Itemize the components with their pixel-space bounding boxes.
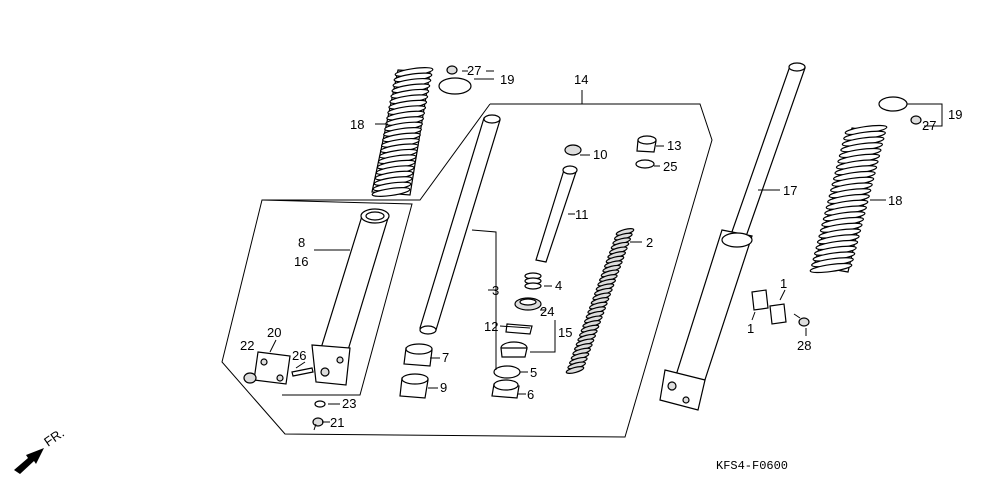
flange-nut: [243, 372, 257, 384]
fork-assembly-right: [659, 62, 806, 411]
label-1-top: 1: [780, 276, 787, 291]
label-14: 14: [574, 72, 588, 87]
fork-boot-right: [809, 124, 888, 274]
leader-lines: [269, 70, 943, 423]
fork-boot-left: [371, 67, 434, 197]
label-18-right: 18: [888, 193, 902, 208]
rebound-spring: [524, 272, 542, 290]
label-28: 28: [797, 338, 811, 353]
diagram-code: KFS4-F0600: [716, 459, 788, 473]
boot-clamp-right: [878, 96, 922, 125]
fork-cap-bolt: [636, 135, 657, 153]
inner-fork-tube: [419, 114, 501, 335]
label-2: 2: [646, 235, 653, 250]
label-18-left: 18: [350, 117, 364, 132]
damper-rod: [535, 144, 582, 263]
stud-bolt: [291, 367, 314, 377]
label-12: 12: [484, 319, 498, 334]
boot-clamp-left: [438, 65, 472, 95]
label-26: 26: [292, 348, 306, 363]
label-4: 4: [555, 278, 562, 293]
label-17: 17: [783, 183, 797, 198]
front-direction-arrow: FR.: [14, 425, 67, 474]
label-16: 16: [294, 254, 308, 269]
label-7: 7: [442, 350, 449, 365]
label-19-right: 19: [948, 107, 962, 122]
pipe-clamp: [751, 289, 787, 325]
label-20: 20: [267, 325, 281, 340]
label-13: 13: [667, 138, 681, 153]
oil-seal-set: [491, 297, 542, 399]
guide-bushing: [399, 373, 429, 399]
axle-holder: [253, 351, 291, 385]
fork-slider-left: [311, 208, 390, 386]
label-25: 25: [663, 159, 677, 174]
slide-bushing: [403, 343, 433, 367]
label-6: 6: [527, 387, 534, 402]
label-27-right: 27: [922, 118, 936, 133]
o-ring: [635, 159, 655, 169]
label-1-bottom: 1: [747, 321, 754, 336]
label-15: 15: [558, 325, 572, 340]
fork-spring: [565, 228, 635, 374]
label-8: 8: [298, 235, 305, 250]
label-10: 10: [593, 147, 607, 162]
label-23: 23: [342, 396, 356, 411]
group-outline-14: [221, 103, 713, 438]
socket-bolt: [312, 417, 324, 431]
label-19-left: 19: [500, 72, 514, 87]
clamp-bolt: [793, 313, 810, 327]
label-21: 21: [330, 415, 344, 430]
label-3: 3: [492, 283, 499, 298]
label-27-left: 27: [467, 63, 481, 78]
label-5: 5: [530, 365, 537, 380]
group-outline-8: [261, 199, 413, 396]
sealing-washer: [314, 400, 326, 408]
label-24: 24: [540, 304, 554, 319]
label-11: 11: [575, 207, 589, 222]
front-label: FR.: [41, 425, 67, 449]
label-22: 22: [240, 338, 254, 353]
label-9: 9: [440, 380, 447, 395]
